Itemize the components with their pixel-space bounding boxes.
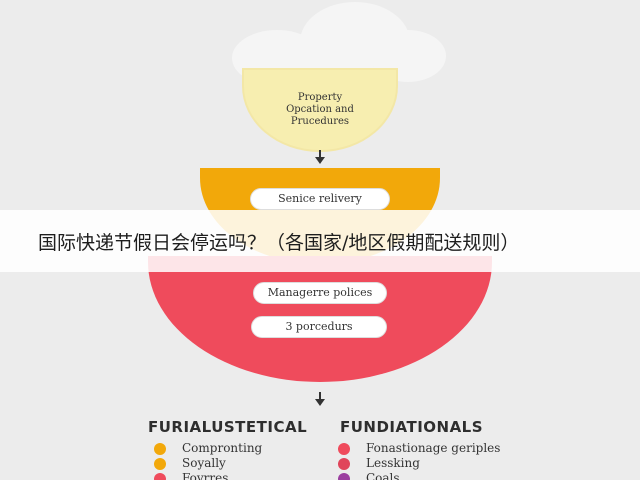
- stage-management-policies: Managerre polices 3 porcedurs: [148, 256, 492, 382]
- arrow-down-icon: [315, 392, 325, 406]
- legend-dot: [154, 473, 166, 480]
- arrow-down-icon: [315, 150, 325, 164]
- banner-title: 国际快递节假日会停运吗？（各国家/地区假期配送规则）: [38, 232, 520, 254]
- management-policies-label: Managerre polices: [253, 282, 387, 304]
- stage-property-operation: Property Opcation and Prucedures: [244, 70, 396, 150]
- legend-dot: [154, 443, 166, 455]
- legend-dot: [154, 458, 166, 470]
- procedures-label: 3 porcedurs: [251, 316, 387, 338]
- service-delivery-label: Senice relivery: [250, 188, 390, 210]
- legend-dot: [338, 458, 350, 470]
- title-banner: 国际快递节假日会停运吗？（各国家/地区假期配送规则）: [0, 210, 640, 272]
- legend-right-heading: FUNDIATIONALS: [340, 418, 484, 436]
- stage-1-label: Property Opcation and Prucedures: [286, 92, 354, 127]
- legend-dot: [338, 443, 350, 455]
- legend-left-heading: FURIALUSTETICAL: [148, 418, 308, 436]
- legend-dot: [338, 473, 350, 480]
